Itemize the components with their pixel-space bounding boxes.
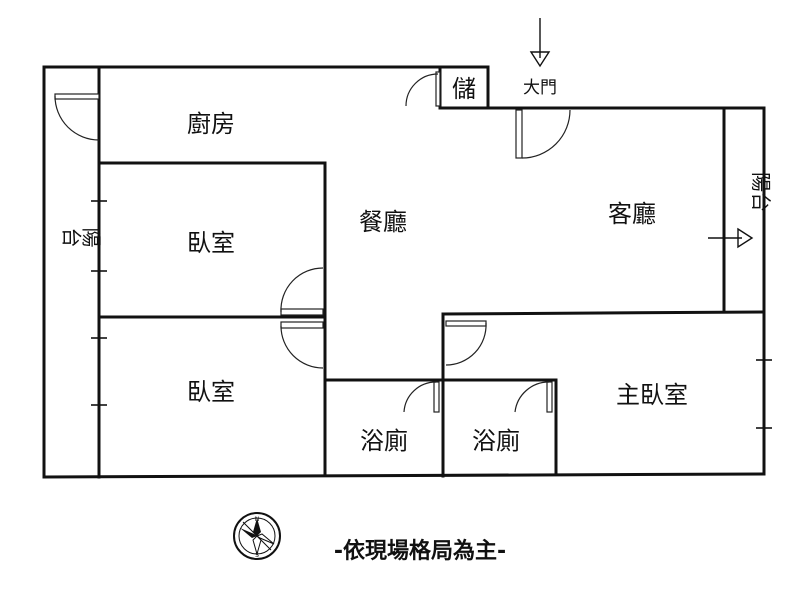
door-bath-2 [514,381,553,413]
windows [91,200,772,429]
compass-north: N [255,516,260,523]
bath-1-label: 浴廁 [360,427,408,455]
living-label: 客廳 [608,200,656,228]
balcony-arrow [708,227,754,249]
door-bedroom-1 [280,267,324,316]
bath-2-label: 浴廁 [472,427,520,455]
door-kitchen [405,71,441,107]
door-bath-1 [403,381,440,413]
balcony-right-label: 陽台 [749,172,773,212]
walls [42,65,766,479]
compass-south: S [255,552,259,559]
layout-note: -依現場格局為主- [334,538,506,564]
doors [54,71,571,413]
door-balcony-left [54,93,100,141]
kitchen-label: 廚房 [187,110,235,138]
bedroom-2-label: 臥室 [187,378,235,406]
storage-label: 儲 [452,75,476,103]
door-master [445,320,487,366]
entrance-arrow [529,18,551,68]
door-bedroom-2 [280,321,324,369]
bedroom-1-label: 臥室 [187,229,235,257]
room-labels: 廚房 儲 大門 餐廳 客廳 臥室 臥室 浴廁 浴廁 主臥室 陽台 陽台 [62,75,773,455]
door-main [515,109,571,159]
compass-icon: N S [233,512,281,560]
main-door-label: 大門 [523,78,557,98]
dining-label: 餐廳 [359,208,407,236]
master-bedroom-label: 主臥室 [616,381,688,409]
balcony-left-label: 陽台 [62,224,102,248]
